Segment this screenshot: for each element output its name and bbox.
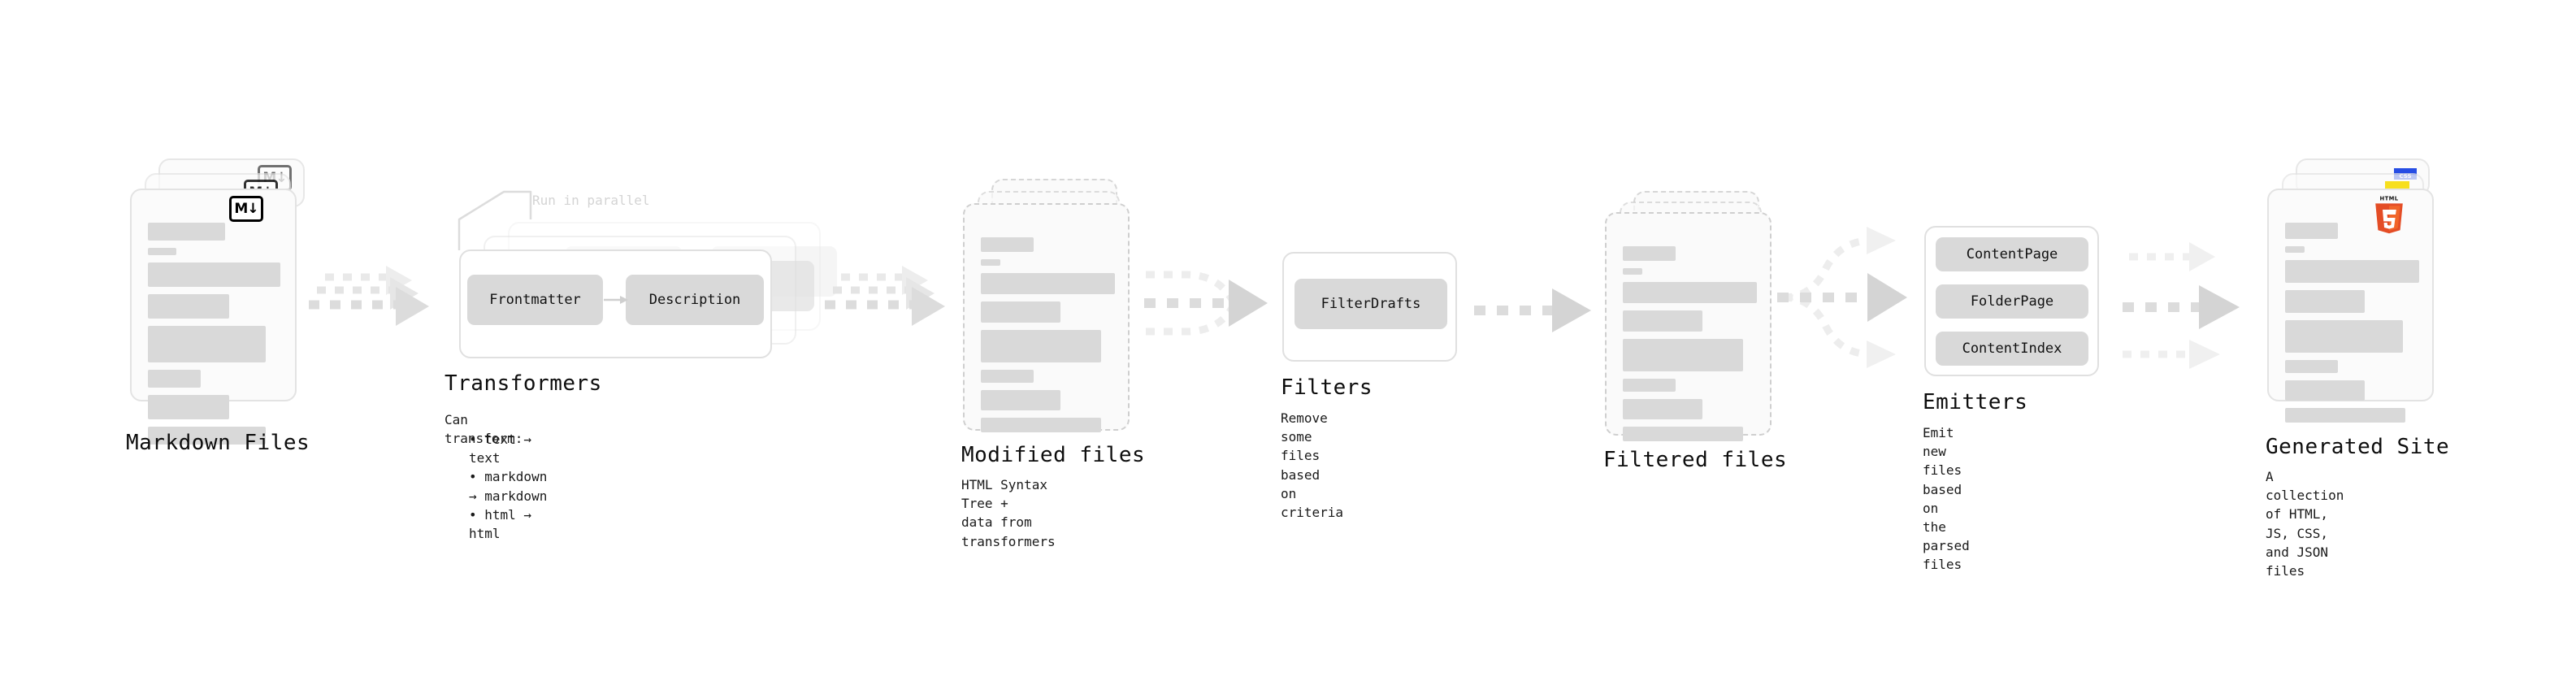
content-bar [2285,246,2305,253]
list-item-label: text → text [469,432,532,466]
stage-title-generated-site: Generated Site [2266,435,2450,459]
transformer-pill-frontmatter[interactable]: Frontmatter [467,275,603,325]
content-bar [1623,427,1743,441]
content-bar [981,259,1000,266]
content-bar [2285,380,2365,401]
content-bar [981,370,1034,383]
list-item-label: html → html [469,506,532,541]
stage-title-filters: Filters [1281,375,1373,400]
connector-filtered-to-emitters [1776,226,1926,368]
content-bar [981,390,1060,410]
card-content-lines [148,223,280,452]
parallel-bracket [458,190,532,250]
content-bar [1623,246,1676,261]
content-bar [981,301,1060,323]
content-bar [2285,260,2419,283]
content-bar [1623,339,1743,371]
stage-title-markdown-files: Markdown Files [126,431,310,455]
connector-modified-to-filters [1138,252,1280,358]
transformer-arrow [604,296,628,304]
stage-subtitle-transformers: Can transform: [445,412,523,447]
content-bar [2285,408,2405,423]
parallel-label: Run in parallel [532,193,650,208]
content-bar [981,330,1101,362]
content-bar [148,248,176,255]
content-bar [2285,223,2338,239]
stage-subtitle-emitters: Emit new files based on the parsed files [1923,425,1970,573]
transformer-pill-description[interactable]: Description [626,275,764,325]
content-bar [2285,360,2338,373]
transformers-capability-list: • text → text • markdown → markdown • ht… [458,430,547,543]
list-item-label: markdown → markdown [469,469,548,504]
content-bar [2285,320,2403,353]
list-item: • text → text [469,432,532,466]
content-bar [148,326,266,362]
content-bar [981,273,1115,294]
card-content-lines [2285,223,2419,430]
emitter-pill-contentpage[interactable]: ContentPage [1936,237,2088,271]
content-bar [1623,282,1757,303]
emitter-pill-contentindex[interactable]: ContentIndex [1936,332,2088,366]
document-card-front [2267,189,2434,423]
document-card-front [1605,212,1772,441]
stage-subtitle-modified-files: HTML Syntax Tree + data from transformer… [961,477,1056,549]
content-bar [1623,379,1676,392]
content-bar [148,427,266,445]
stage-subtitle-filters: Remove some files based on criteria [1281,410,1344,520]
stage-title-modified-files: Modified files [961,443,1146,467]
html5-icon: HTML [2375,195,2403,234]
connector-transformers-to-modified [821,264,967,337]
content-bar [1623,310,1702,332]
stage-title-filtered-files: Filtered files [1603,448,1788,472]
content-bar [148,294,229,319]
markdown-icon-letter: M [234,200,248,217]
connector-markdown-to-transformers [305,264,451,337]
document-card-front [963,203,1130,432]
content-bar [148,223,225,241]
content-bar [148,395,229,419]
content-bar [1623,399,1702,419]
markdown-icon: M↓ [229,196,263,222]
connector-filters-to-filtered [1471,286,1597,335]
card-content-lines [1623,246,1757,449]
list-item: • markdown → markdown [469,469,548,504]
stage-title-transformers: Transformers [445,371,602,396]
content-bar [2285,290,2365,313]
card-content-lines [981,237,1115,440]
content-bar [981,237,1034,252]
emitter-pill-folderpage[interactable]: FolderPage [1936,284,2088,319]
document-card-front [130,189,297,445]
content-bar [148,262,280,287]
filter-pill-filterdrafts[interactable]: FilterDrafts [1295,279,1447,329]
stage-subtitle-generated-site: A collection of HTML, JS, CSS, and JSON … [2266,469,2344,579]
list-item: • html → html [469,506,532,541]
content-bar [148,370,201,388]
connector-emitters-to-site [2119,230,2257,372]
content-bar [981,418,1101,432]
stage-title-emitters: Emitters [1923,390,2028,414]
svg-text:HTML: HTML [2379,195,2398,202]
content-bar [1623,268,1642,275]
